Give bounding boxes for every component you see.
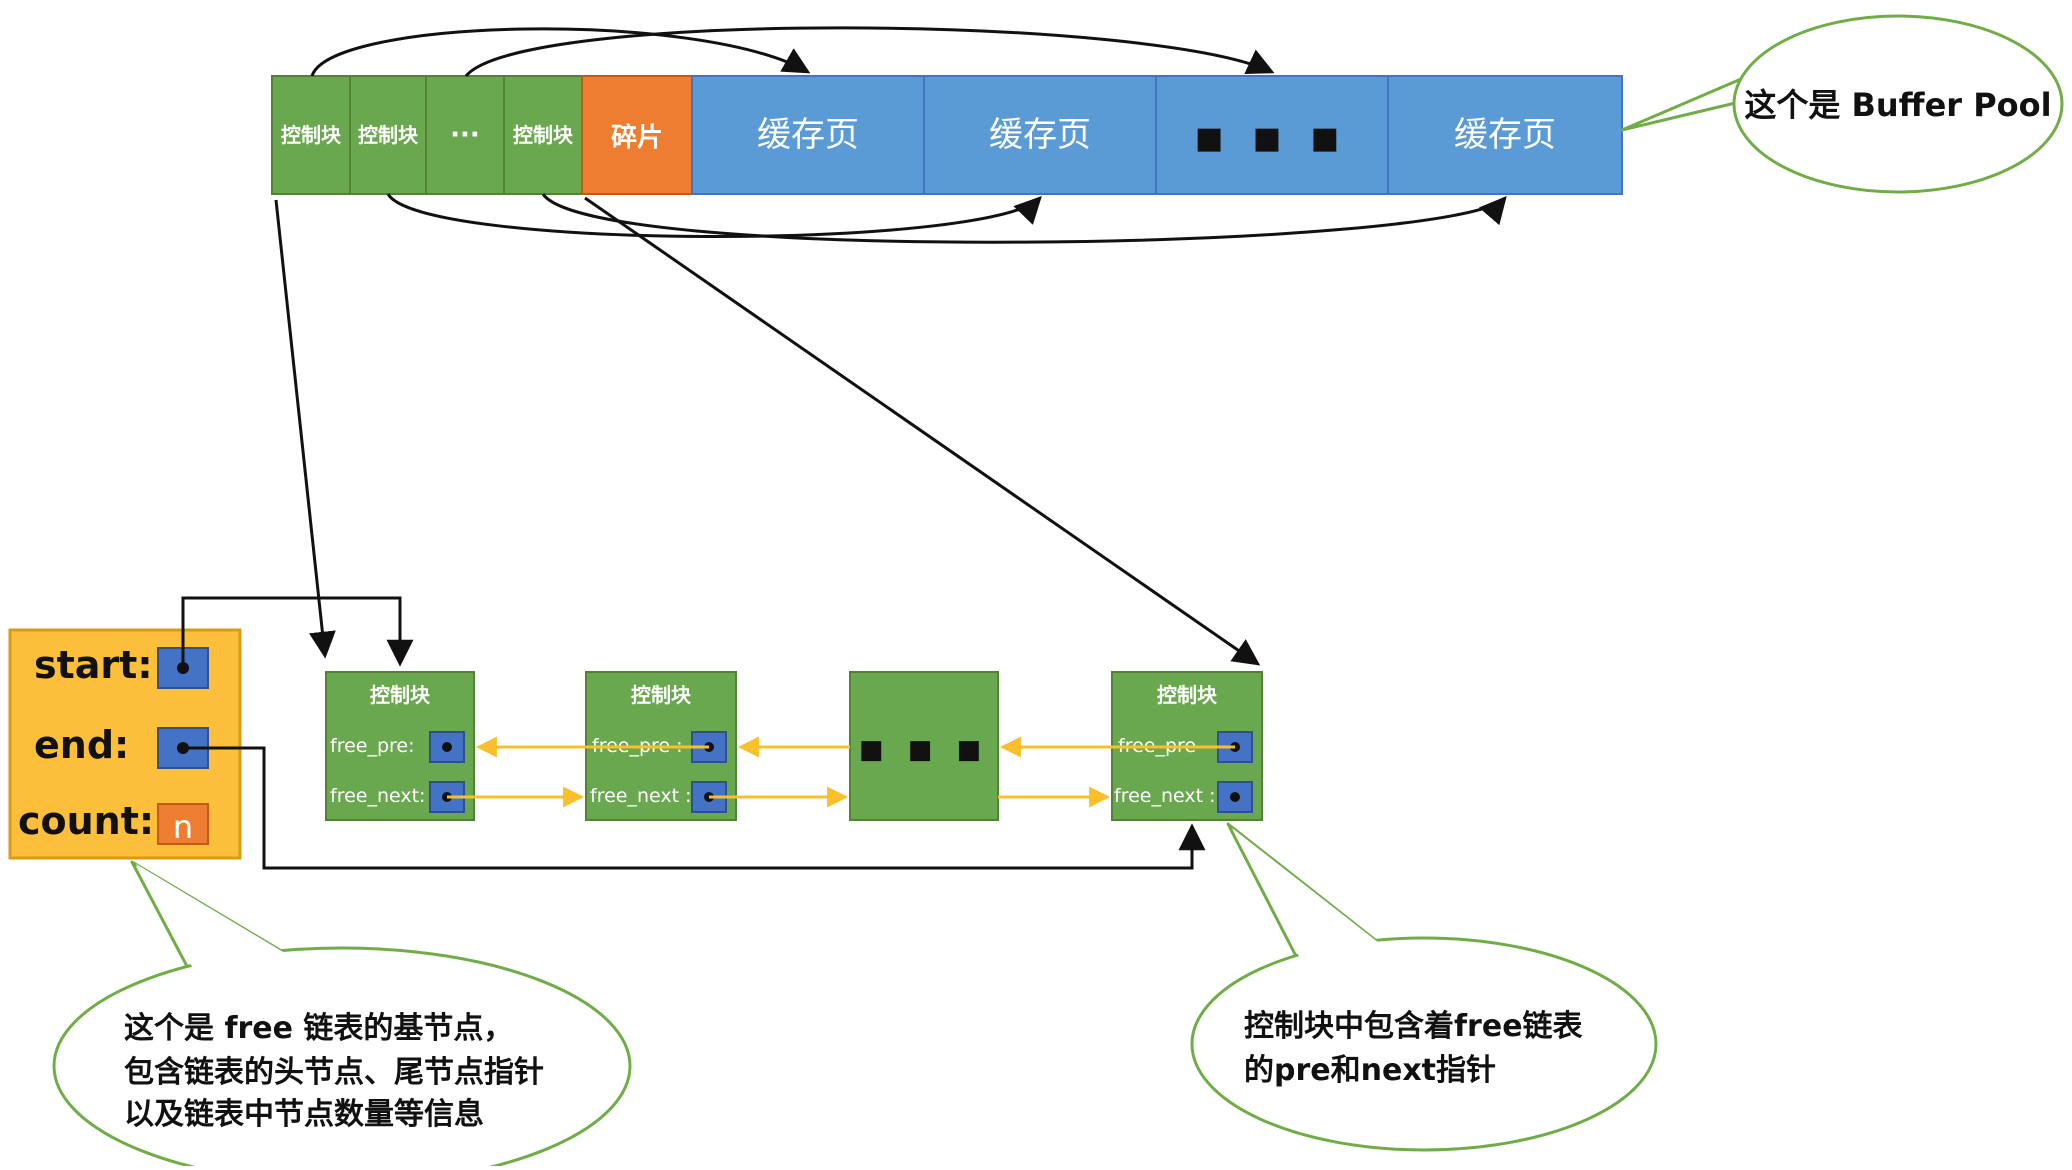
count-value-box: n [157,803,209,846]
free-next-label: free_next : [1114,785,1216,807]
buffer-pool-page-3: 缓存页 [1387,75,1623,195]
callout-control-block-line-1: 控制块中包含着free链表 [1244,1009,1583,1044]
cache-page-label: 缓存页 [757,115,859,155]
callout-control-block-line-2: 的pre和next指针 [1244,1053,1496,1088]
buffer-pool-top-arcs [310,26,1275,77]
arc-control-to-page-3 [541,193,1507,244]
callout-base-node-line-3: 以及链表中节点数量等信息 [124,1097,484,1132]
node-title: 控制块 [631,683,692,707]
buffer-pool-fragment: 碎片 [581,75,693,195]
control-block-label: 控制块 [513,123,574,147]
cache-page-label: 缓存页 [989,115,1091,155]
buffer-pool-control-block-2: 控制块 [349,75,427,195]
buffer-pool: 控制块 控制块 ··· 控制块 碎片 缓存页 缓存页 ■ ■ ■ [271,75,1623,195]
buffer-pool-control-block-1: 控制块 [271,75,351,195]
buffer-pool-page-1: 缓存页 [691,75,925,195]
node-title: 控制块 [1157,683,1218,707]
callout-base-node: 这个是 free 链表的基节点， 包含链表的头节点、尾节点指针 以及链表中节点数… [52,860,632,1170]
control-block-label: 控制块 [281,123,342,147]
ellipsis-label: ··· [450,120,480,150]
free-list-base-node: start: end: count: n [8,628,242,860]
arc-control-to-page-2 [386,193,1042,239]
ellipsis-label: ■ ■ ■ [1195,121,1349,156]
start-label: start: [34,643,153,687]
start-pointer-wire [181,596,414,668]
buffer-pool-to-list-arrows [274,196,1261,666]
free-pre-label: free_pre: [330,735,415,757]
fragment-label: 碎片 [611,123,663,153]
count-label: count: [18,799,154,843]
callout-control-block: 控制块中包含着free链表 的pre和next指针 [1190,822,1658,1152]
free-list-links [447,736,1235,808]
ellipsis-label: ■ ■ ■ [859,735,989,765]
callout-buffer-pool-text: 这个是 Buffer Pool [1744,86,2051,124]
free-next-label: free_next: [330,785,425,807]
base-node-pointer-wires [181,596,1206,870]
callout-base-node-line-1: 这个是 free 链表的基节点， [124,1011,513,1046]
end-label: end: [34,723,129,767]
buffer-pool-control-block-3: 控制块 [503,75,583,195]
free-next-label: free_next : [590,785,692,807]
free-list-node-1: 控制块 free_pre: free_next: [325,671,475,821]
arrow-first-control-to-node-1 [274,199,336,659]
cache-page-label: 缓存页 [1454,115,1556,155]
node-title: 控制块 [370,683,431,707]
callout-base-node-line-2: 包含链表的头节点、尾节点指针 [124,1055,544,1090]
end-pointer-wire [183,746,1206,870]
buffer-pool-control-block-ellipsis: ··· [425,75,505,195]
control-block-label: 控制块 [358,123,419,147]
arrow-last-control-to-node-4 [584,196,1261,666]
buffer-pool-page-2: 缓存页 [923,75,1157,195]
count-value: n [173,808,193,846]
free-list-node-ellipsis: ■ ■ ■ [849,671,999,821]
buffer-pool-bottom-arcs [386,193,1507,244]
arc-control-to-page-1 [310,27,811,77]
callout-buffer-pool: 这个是 Buffer Pool [1620,14,2064,194]
arc-ellipsis-to-page-ellipsis [464,26,1275,77]
buffer-pool-page-ellipsis: ■ ■ ■ [1155,75,1389,195]
